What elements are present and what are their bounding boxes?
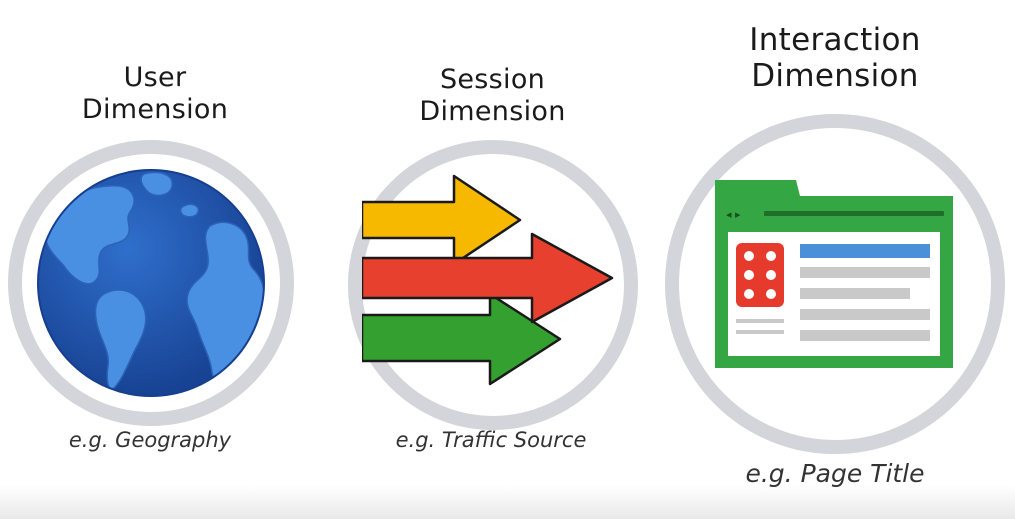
interaction-dimension-title: Interaction Dimension [665, 22, 1005, 95]
bottom-fade [0, 485, 1015, 519]
title-line-1: Session [439, 64, 546, 95]
title-line-2: Dimension [81, 93, 229, 125]
title-line-2: Dimension [751, 58, 919, 95]
session-dimension-title: Session Dimension [340, 64, 645, 127]
user-dimension-title: User Dimension [0, 62, 310, 125]
interaction-dimension-panel: Interaction Dimension ◂ ▸ e.g. Page Titl… [665, 0, 1010, 519]
arrows-icon [362, 174, 614, 386]
globe-icon [37, 169, 265, 397]
session-dimension-caption: e.g. Traffic Source [395, 428, 587, 452]
title-line-1: User [123, 62, 187, 93]
user-dimension-panel: User Dimension e.g. Geography [0, 0, 310, 519]
webpage-icon: ◂ ▸ [715, 180, 953, 368]
title-line-1: Interaction [749, 22, 921, 58]
session-dimension-panel: Session Dimension e.g. Traffic Source [340, 0, 650, 519]
user-dimension-caption: e.g. Geography [68, 428, 232, 452]
svg-text:◂ ▸: ◂ ▸ [726, 208, 741, 221]
interaction-dimension-caption: e.g. Page Title [745, 459, 925, 488]
title-line-2: Dimension [419, 95, 566, 127]
